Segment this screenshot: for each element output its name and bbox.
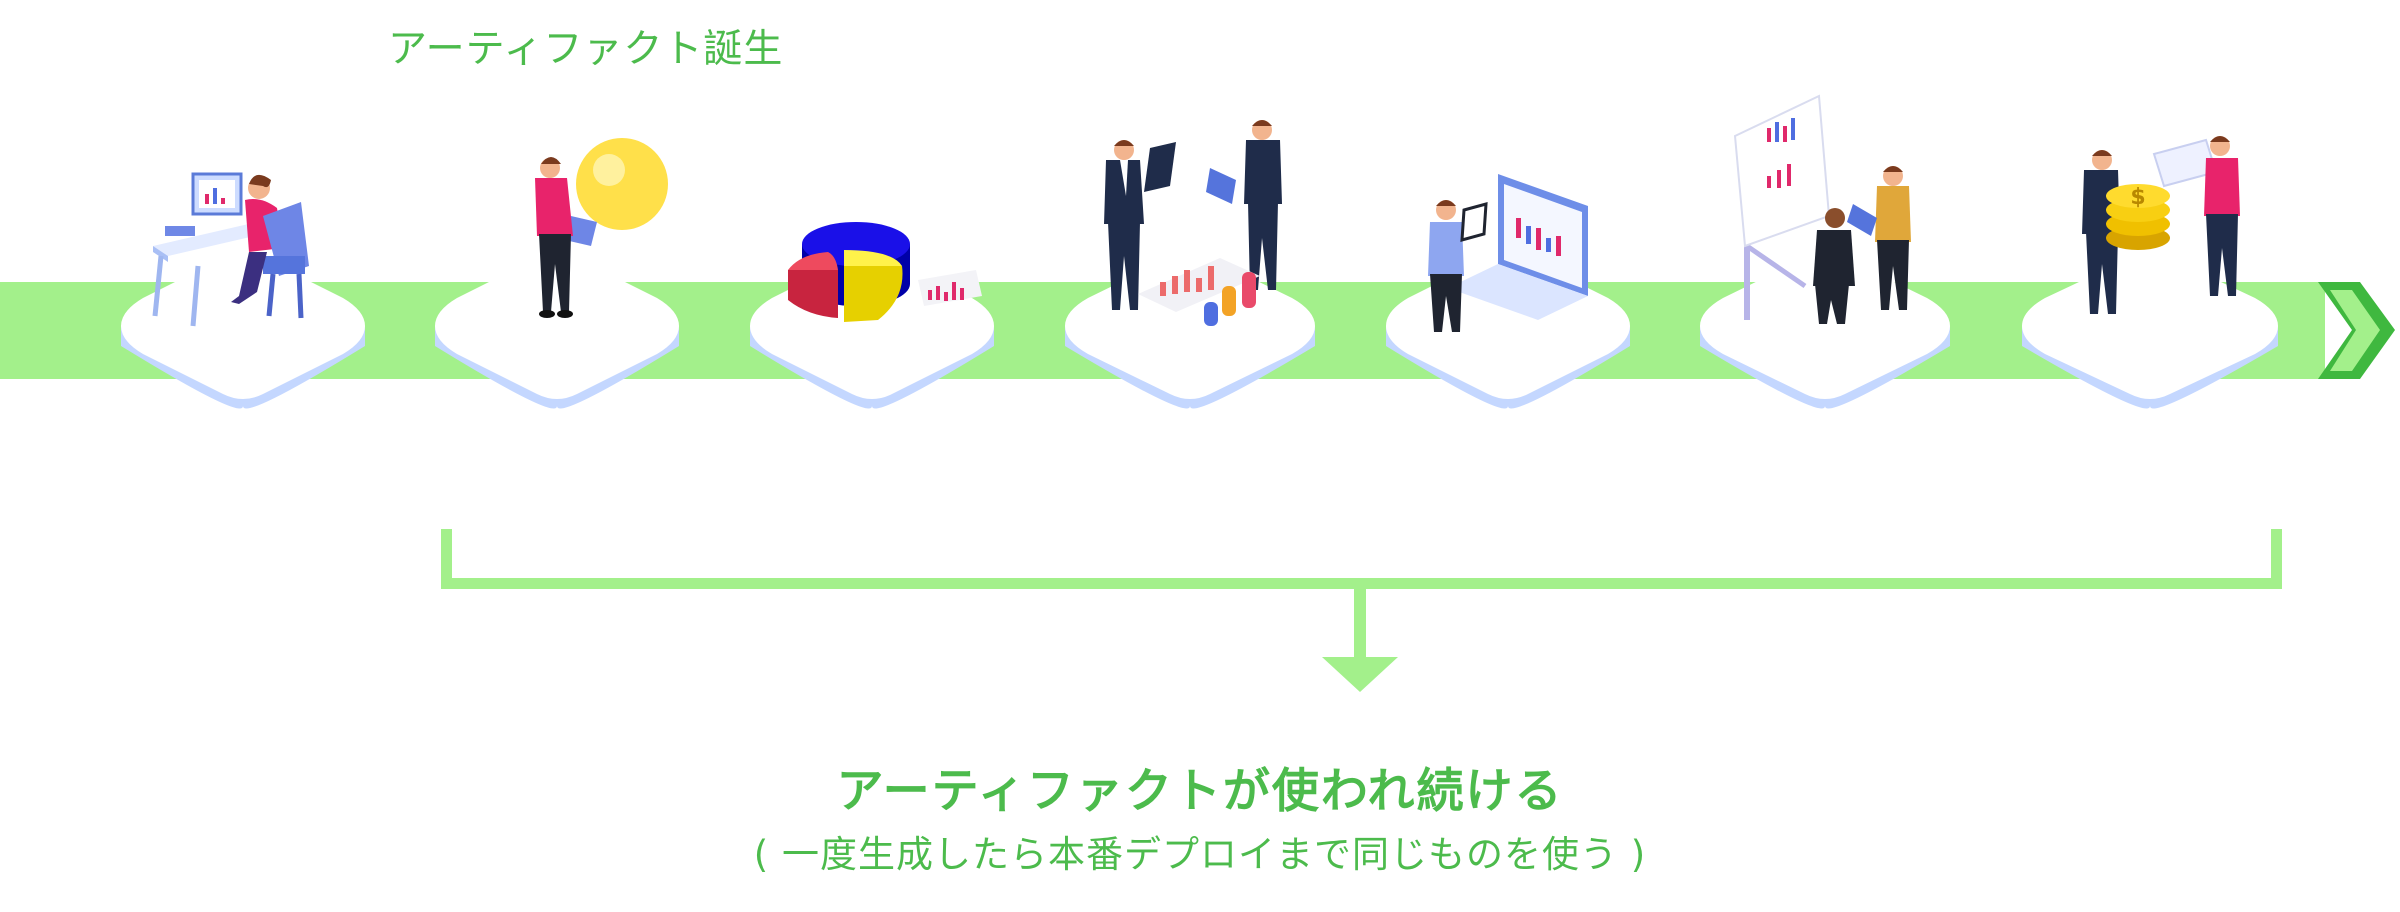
pie-chart-icon	[788, 222, 982, 322]
stage-2	[435, 138, 679, 409]
developer-at-desk-icon	[152, 172, 309, 327]
coins-finance-icon: $	[2082, 136, 2240, 314]
stage-3	[750, 222, 994, 409]
svg-text:$: $	[2130, 185, 2145, 210]
stage-6	[1700, 94, 1950, 409]
pipeline-arrow-head	[2318, 282, 2395, 379]
headline-label: アーティファクトが使われ続ける	[836, 764, 1564, 819]
idea-lightbulb-icon	[535, 138, 668, 318]
origin-label: アーティファクト誕生	[388, 27, 784, 72]
stage-1-platform-top	[121, 253, 365, 399]
stage-1	[121, 172, 365, 409]
reuse-bracket	[441, 529, 2282, 692]
stage-4	[1065, 120, 1315, 409]
subline-label: ( 一度生成したら本番デプロイまで同じものを使う )	[753, 833, 1647, 876]
stage-5	[1386, 174, 1630, 409]
presentation-board-icon	[1733, 94, 1911, 324]
business-meeting-icon	[1104, 120, 1282, 326]
laptop-analytics-icon	[1428, 174, 1588, 332]
down-arrow-head	[1322, 657, 1398, 692]
stage-7: $	[2022, 136, 2278, 409]
